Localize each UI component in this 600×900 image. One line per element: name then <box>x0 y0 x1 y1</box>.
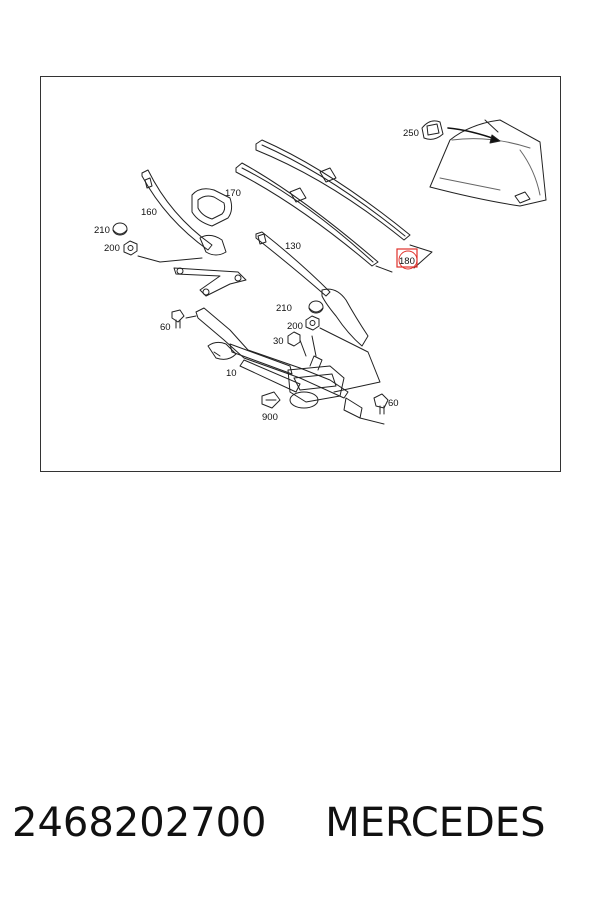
cover-part-170 <box>191 188 233 227</box>
callout-200-right: 200 <box>287 321 303 332</box>
wiper-arm-130 <box>255 231 369 347</box>
wiper-arm-160 <box>141 169 227 256</box>
callout-130: 130 <box>285 241 301 252</box>
highlight-circle-180 <box>398 250 418 270</box>
wiper-assembly-diagram: 250 170 160 210 200 130 180 210 200 30 6… <box>94 119 547 425</box>
bolt-part-60-left <box>171 309 185 329</box>
rain-sensor-part-250 <box>421 120 444 140</box>
callout-210-right: 210 <box>276 303 292 314</box>
callout-170: 170 <box>225 188 241 199</box>
clip-part-900 <box>261 391 281 409</box>
callout-210-left: 210 <box>94 225 110 236</box>
windshield-illustration <box>429 119 547 207</box>
callout-200-left: 200 <box>104 243 120 254</box>
callout-160: 160 <box>141 207 157 218</box>
cap-part-210-right <box>308 300 324 314</box>
callout-60-left: 60 <box>160 322 171 333</box>
brand-name: MERCEDES <box>325 800 546 846</box>
part-number: 2468202700 <box>12 800 267 846</box>
callout-250: 250 <box>403 128 419 139</box>
callout-30: 30 <box>273 336 284 347</box>
callout-10: 10 <box>226 368 237 379</box>
nut-part-30 <box>287 331 301 347</box>
wiper-blade-right <box>255 139 411 241</box>
callout-60-right: 60 <box>388 398 399 409</box>
callout-900: 900 <box>262 412 278 423</box>
cap-part-210-left <box>112 222 128 236</box>
part-caption: 2468202700 MERCEDES <box>12 800 592 860</box>
bolt-part-60-right <box>373 393 389 415</box>
nut-part-200-left <box>123 240 138 256</box>
callout-180: 180 <box>399 256 415 267</box>
wiper-motor <box>287 355 363 419</box>
linkage-crank <box>173 267 247 297</box>
wiper-linkage-10 <box>195 307 349 399</box>
nut-part-200-right <box>305 315 320 331</box>
wiper-blade-left <box>235 162 379 267</box>
